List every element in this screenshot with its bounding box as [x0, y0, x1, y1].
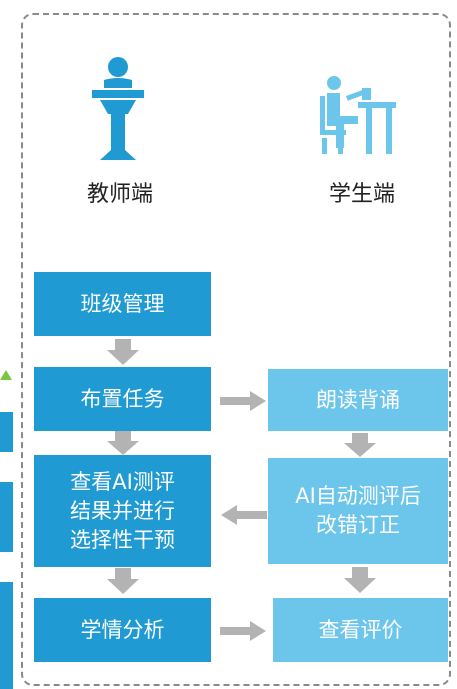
dashed-frame	[21, 13, 451, 686]
arrow-down-icon	[107, 431, 139, 455]
left-edge-bar-3	[0, 582, 13, 689]
arrow-right-icon	[220, 391, 266, 411]
arrow-left-icon	[221, 505, 267, 525]
teacher-step-assign-task: 布置任务	[34, 367, 211, 431]
arrow-down-icon	[344, 567, 376, 593]
student-step-ai-eval-correction: AI自动测评后 改错订正	[268, 458, 448, 564]
teacher-at-podium-icon	[92, 57, 144, 160]
teacher-step-class-management: 班级管理	[34, 272, 211, 336]
arrow-down-icon	[344, 433, 376, 457]
student-at-desk-icon	[320, 76, 396, 154]
arrow-right-icon	[220, 621, 266, 641]
left-edge-bar-1	[0, 412, 13, 452]
teacher-step-review-ai-results: 查看AI测评 结果并进行 选择性干预	[34, 455, 211, 567]
arrow-down-icon	[107, 568, 139, 594]
student-role-label: 学生端	[328, 182, 395, 207]
student-step-view-evaluation: 查看评价	[273, 598, 448, 662]
student-step-read-recite: 朗读背诵	[268, 369, 448, 431]
teacher-step-learning-analysis: 学情分析	[34, 598, 211, 662]
left-edge-arrow-icon	[0, 370, 12, 380]
arrow-down-icon	[107, 339, 139, 365]
left-edge-bar-2	[0, 482, 13, 552]
teacher-role-label: 教师端	[86, 182, 153, 207]
